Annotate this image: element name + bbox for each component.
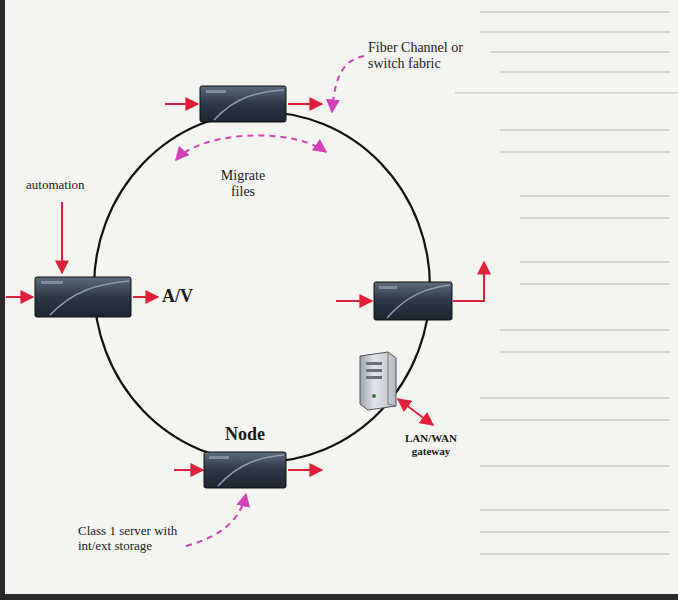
callout-leaders (176, 56, 364, 546)
node-label: Node (215, 424, 275, 445)
bleed-text-lines (480, 12, 670, 554)
label-anchor: Migrate files (210, 168, 276, 200)
av-output-label: A/V (162, 286, 222, 307)
label-anchor: LAN/WAN gateway (398, 432, 464, 457)
gateway-tower (360, 352, 396, 410)
label-anchor: Node (215, 424, 275, 445)
frame-edge (0, 594, 678, 600)
label-anchor: A/V (162, 286, 222, 307)
server-device (204, 452, 286, 488)
migrate-label: Migrate files (210, 168, 276, 200)
server-device (35, 277, 131, 317)
server-callout: Class 1 server with int/ext storage (78, 524, 182, 554)
gateway-label: LAN/WAN gateway (398, 432, 464, 457)
server-device (374, 282, 452, 320)
label-anchor: automation (26, 178, 126, 193)
label-anchor: Class 1 server with int/ext storage (78, 524, 182, 554)
automation-label: automation (26, 178, 126, 193)
page-rule (455, 93, 678, 94)
label-anchor: Fiber Channel or switch fabric (368, 40, 476, 72)
server-device (200, 86, 286, 122)
fabric-ring (94, 112, 430, 462)
signal-arrows (6, 104, 484, 470)
fabric-label: Fiber Channel or switch fabric (368, 40, 476, 72)
frame-edge (0, 0, 5, 600)
